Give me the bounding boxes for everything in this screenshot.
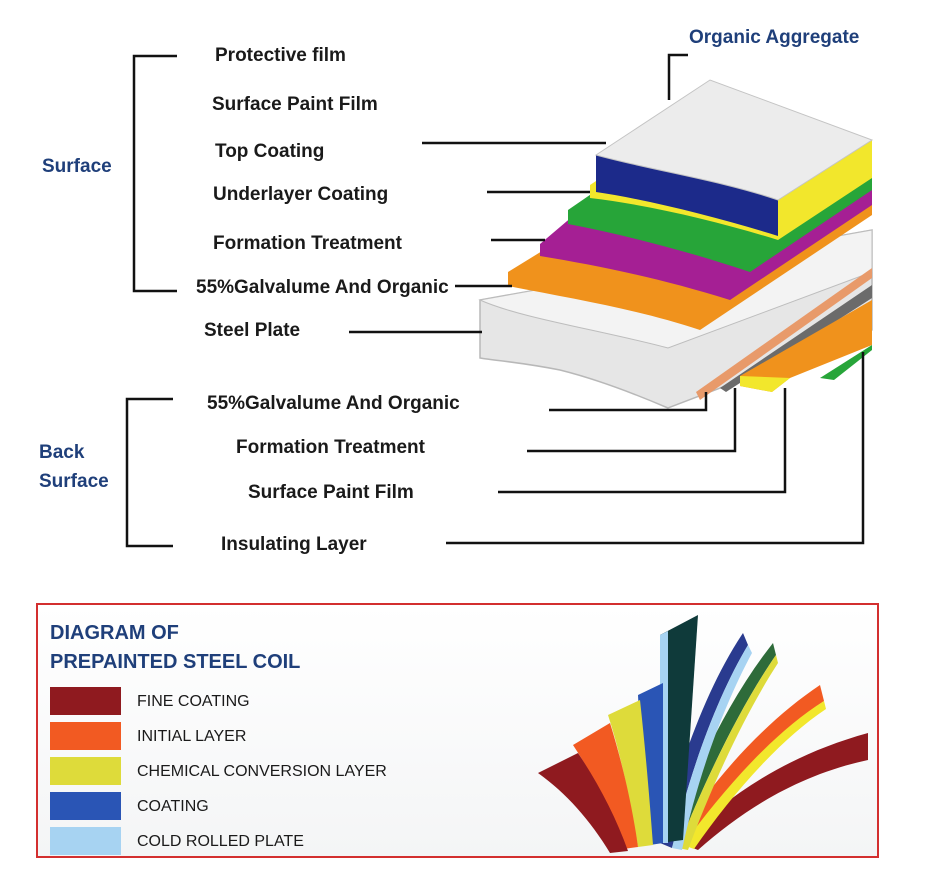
cold-rolled-plate-swatch [50, 827, 121, 855]
formation-treatment-label: Formation Treatment [213, 233, 402, 254]
surface-group-label: Surface [42, 156, 112, 177]
fine-coating-text: FINE COATING [137, 693, 250, 710]
protective-film-label: Protective film [215, 45, 346, 66]
organic-aggregate-leader [667, 53, 688, 100]
chemical-conversion-text: CHEMICAL CONVERSION LAYER [137, 763, 387, 780]
organic-aggregate-label: Organic Aggregate [689, 27, 860, 48]
coating-swatch [50, 792, 121, 820]
back-galvalume-leader [549, 392, 708, 412]
surface-bracket [132, 54, 177, 293]
back-surface-group-label: Back Surface [39, 438, 109, 496]
insulating-layer-label: Insulating Layer [221, 534, 367, 555]
coil-fan-illustration [538, 615, 868, 853]
back-surface-line-1: Back [39, 442, 85, 463]
fan-strip-fine-coating-left [538, 753, 628, 853]
back-formation-leader [527, 388, 737, 453]
top-coating-label: Top Coating [215, 141, 325, 162]
back-formation-treatment-label: Formation Treatment [236, 437, 425, 458]
legend-panel: DIAGRAM OF PREPAINTED STEEL COIL FINE CO… [36, 603, 879, 858]
paint-film-layer [596, 155, 778, 236]
back-galvalume-layer [696, 268, 872, 400]
back-galvalume-organic-label: 55%Galvalume And Organic [207, 393, 460, 414]
surface-paint-film-label: Surface Paint Film [212, 94, 378, 115]
fan-strip-orange-left [573, 723, 638, 849]
legend-title-line-2: PREPAINTED STEEL COIL [50, 651, 301, 673]
leader-lines [349, 53, 865, 545]
fan-strip-dark-center [660, 615, 698, 843]
cold-rolled-plate-text: COLD ROLLED PLATE [137, 833, 304, 850]
initial-layer-swatch [50, 722, 121, 750]
chemical-conversion-swatch [50, 757, 121, 785]
legend-title-line-1: DIAGRAM OF [50, 622, 179, 644]
back-paint-leader [498, 388, 787, 494]
back-surface-paint-film-label: Surface Paint Film [248, 482, 414, 503]
legend-title: DIAGRAM OF PREPAINTED STEEL COIL [50, 619, 300, 677]
back-surface-bracket [125, 397, 173, 548]
fine-coating-swatch [50, 687, 121, 715]
steel-plate-label: Steel Plate [204, 320, 301, 341]
fan-strip-yellow-left [608, 700, 653, 847]
coating-text: COATING [137, 798, 209, 815]
back-insulating-leader [446, 352, 865, 545]
back-insulating-layer [820, 345, 872, 380]
steel-layer-stack [478, 79, 874, 409]
fan-strip-fine-coating-right [680, 733, 868, 850]
back-surface-line-2: Surface [39, 471, 109, 492]
protective-film-layer [594, 79, 874, 201]
underlayer-coating-label: Underlayer Coating [213, 184, 389, 205]
fan-strip-blue-left [638, 683, 663, 845]
galvalume-organic-label: 55%Galvalume And Organic [196, 277, 449, 298]
back-paint-layer [740, 300, 872, 392]
layer-diagram [125, 53, 874, 548]
back-formation-layer [720, 285, 872, 392]
initial-layer-text: INITIAL LAYER [137, 728, 247, 745]
